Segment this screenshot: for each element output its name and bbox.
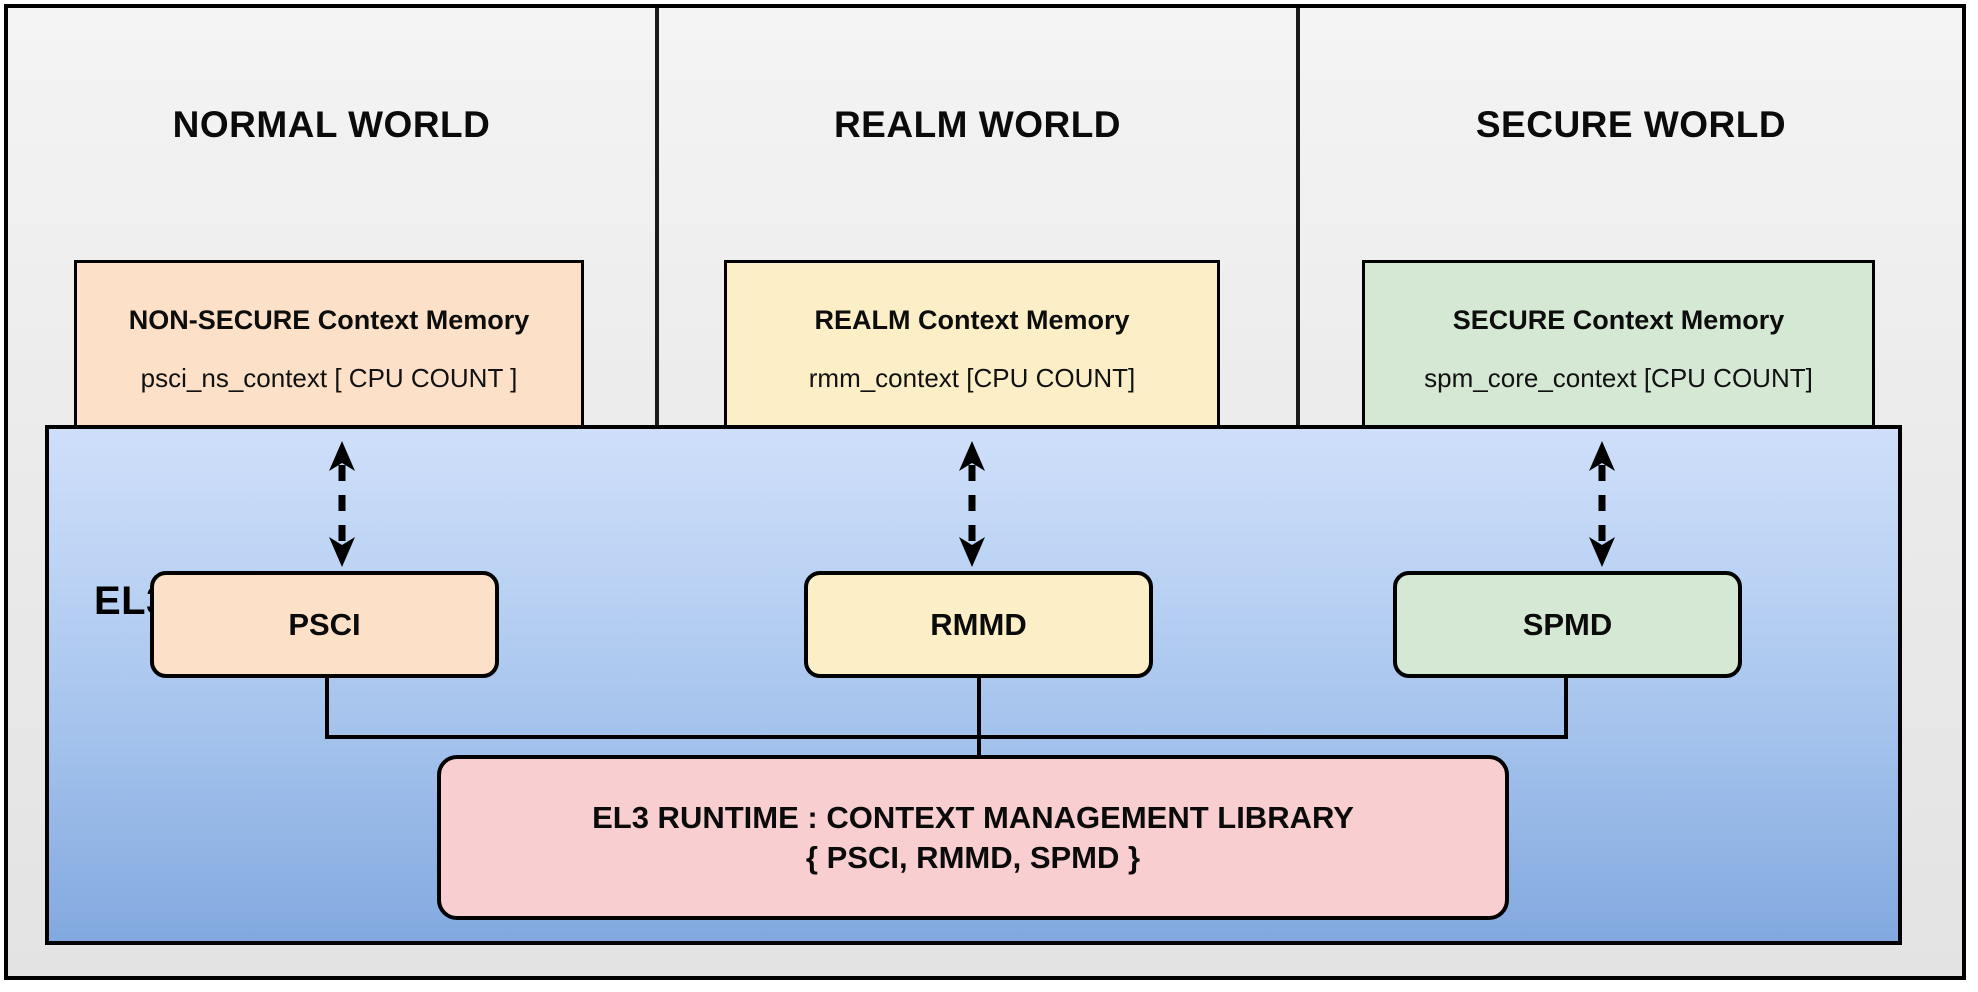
connector-spmd-stub [1564, 678, 1568, 739]
dashed-arrow-secure-context-to-spmd [1585, 439, 1619, 569]
world-panel-normal: NORMAL WORLD [8, 8, 655, 426]
context-memory-subtitle-non-secure: psci_ns_context [ CPU COUNT ] [140, 362, 518, 393]
dashed-arrow-realm-context-to-rmmd [955, 439, 989, 569]
library-title-line2: { PSCI, RMMD, SPMD } [805, 839, 1141, 875]
context-memory-title-realm: REALM Context Memory [814, 305, 1130, 336]
library-title-line1: EL3 RUNTIME : CONTEXT MANAGEMENT LIBRARY [592, 799, 1354, 835]
context-memory-box-non-secure[interactable]: NON-SECURE Context Memory psci_ns_contex… [74, 260, 584, 438]
context-memory-box-secure[interactable]: SECURE Context Memory spm_core_context [… [1362, 260, 1875, 438]
world-panel-realm: REALM WORLD [659, 8, 1296, 426]
world-divider-realm-secure [1296, 8, 1300, 426]
world-title-realm: REALM WORLD [833, 104, 1122, 145]
module-box-spmd[interactable]: SPMD [1393, 571, 1742, 678]
context-memory-box-realm[interactable]: REALM Context Memory rmm_context [CPU CO… [724, 260, 1220, 438]
connector-horizontal-rail [325, 735, 1568, 739]
module-label-psci: PSCI [288, 606, 361, 642]
world-divider-normal-realm [655, 8, 659, 426]
context-memory-title-non-secure: NON-SECURE Context Memory [128, 305, 530, 336]
dashed-arrow-non-secure-context-to-psci [325, 439, 359, 569]
world-title-secure: SECURE WORLD [1475, 104, 1787, 145]
module-box-psci[interactable]: PSCI [150, 571, 499, 678]
module-label-rmmd: RMMD [930, 606, 1027, 642]
world-title-normal: NORMAL WORLD [172, 104, 491, 145]
context-memory-title-secure: SECURE Context Memory [1452, 305, 1785, 336]
connector-rmmd-to-library [977, 678, 981, 763]
el3-region: EL3 PSCI RMMD SPMD [45, 425, 1902, 945]
worlds-region: NORMAL WORLD REALM WORLD SECURE WORLD [8, 8, 1962, 426]
connector-psci-stub [325, 678, 329, 739]
el3-runtime-library-box[interactable]: EL3 RUNTIME : CONTEXT MANAGEMENT LIBRARY… [437, 755, 1509, 920]
module-label-spmd: SPMD [1522, 606, 1613, 642]
module-box-rmmd[interactable]: RMMD [804, 571, 1153, 678]
context-memory-subtitle-realm: rmm_context [CPU COUNT] [808, 362, 1136, 393]
context-memory-subtitle-secure: spm_core_context [CPU COUNT] [1424, 362, 1813, 393]
world-panel-secure: SECURE WORLD [1300, 8, 1962, 426]
